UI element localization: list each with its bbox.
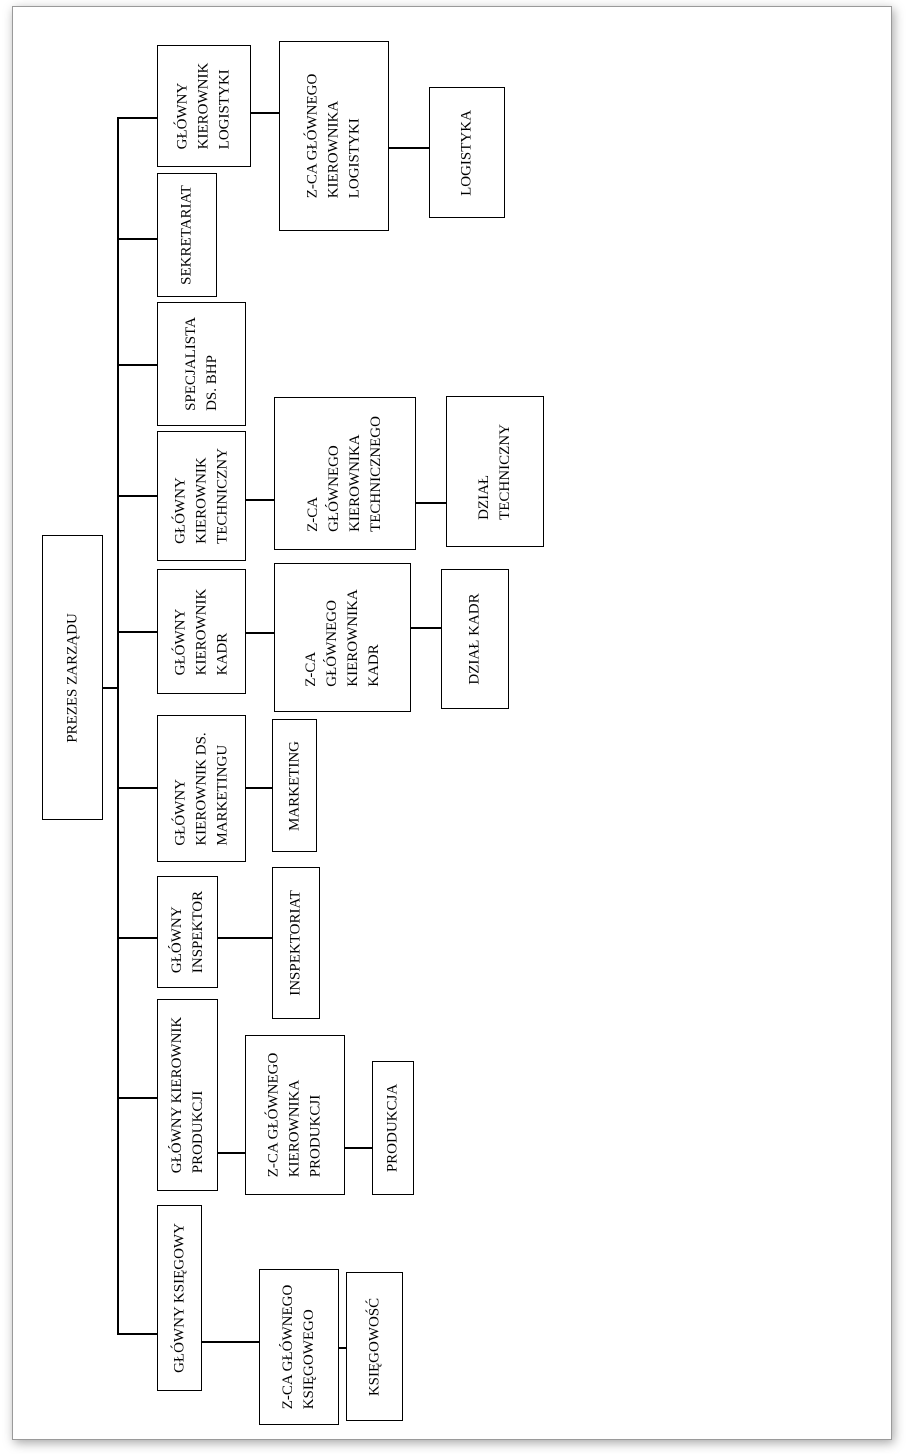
production-dept-box: PRODUKCJA xyxy=(372,1061,414,1195)
bhp-box: SPECJALISTA DS. BHP xyxy=(157,302,246,426)
accounting-deputy-box: Z-CA GŁÓWNEGO KSIĘGOWEGO xyxy=(259,1269,339,1425)
connector-technical-deputy xyxy=(246,499,274,501)
connector-marketing-dept xyxy=(246,787,272,789)
hr-deputy-box: Z-CA GŁÓWNEGO KIEROWNIKA KADR xyxy=(274,563,411,712)
connector-marketing xyxy=(117,787,157,789)
connector-hr-dept xyxy=(411,627,441,629)
technical-head-label: GŁÓWNY KIEROWNIK TECHNICZNY xyxy=(172,448,230,544)
logistics-dept-box: LOGISTYKA xyxy=(429,87,505,218)
hr-dept-label: DZIAŁ KADR xyxy=(466,593,483,685)
logistics-head-box: GŁÓWNY KIEROWNIK LOGISTYKI xyxy=(157,45,251,167)
hr-dept-box: DZIAŁ KADR xyxy=(441,569,509,709)
secretariat-label: SEKRETARIAT xyxy=(178,185,195,285)
marketing-dept-box: MARKETING xyxy=(272,719,317,852)
production-deputy-label: Z-CA GŁÓWNEGO KIEROWNIKA PRODUKCJI xyxy=(265,1052,324,1178)
connector-logistics-deputy xyxy=(251,112,279,114)
technical-deputy-box: Z-CA GŁÓWNEGO KIEROWNIKA TECHNICZNEGO xyxy=(274,397,416,550)
connector-technical xyxy=(117,495,157,497)
connector-spine xyxy=(117,117,119,1333)
technical-head-box: GŁÓWNY KIEROWNIK TECHNICZNY xyxy=(157,431,246,561)
connector-root xyxy=(102,687,118,689)
connector-inspection xyxy=(117,937,157,939)
inspection-dept-box: INSPEKTORIAT xyxy=(272,867,320,1019)
connector-accounting-dept xyxy=(339,1347,346,1349)
logistics-deputy-label: Z-CA GŁÓWNEGO KIEROWNIKA LOGISTYKI xyxy=(304,73,363,199)
marketing-head-box: GŁÓWNY KIEROWNIK DS. MARKETINGU xyxy=(157,715,246,862)
connector-hr xyxy=(117,631,157,633)
accounting-deputy-label: Z-CA GŁÓWNEGO KSIĘGOWEGO xyxy=(280,1284,317,1410)
connector-logistics-dept xyxy=(389,147,429,149)
connector-inspection-dept xyxy=(218,937,272,939)
accounting-head-label: GŁÓWNY KSIĘGOWY xyxy=(171,1223,187,1373)
connector-accounting xyxy=(117,1333,157,1335)
connector-logistics xyxy=(117,117,157,119)
production-deputy-box: Z-CA GŁÓWNEGO KIEROWNIKA PRODUKCJI xyxy=(245,1035,345,1195)
accounting-dept-box: KSIĘGOWOŚĆ xyxy=(346,1272,403,1421)
inspection-head-box: GŁÓWNY INSPEKTOR xyxy=(157,876,218,988)
accounting-dept-label: KSIĘGOWOŚĆ xyxy=(366,1297,382,1396)
secretariat-box: SEKRETARIAT xyxy=(157,173,217,297)
technical-dept-box: DZIAŁ TECHNICZNY xyxy=(446,396,544,547)
bhp-label: SPECJALISTA DS. BHP xyxy=(182,317,220,411)
connector-secretariat xyxy=(117,238,157,240)
connector-hr-deputy xyxy=(246,632,274,634)
connector-production xyxy=(117,1097,157,1099)
logistics-deputy-box: Z-CA GŁÓWNEGO KIEROWNIKA LOGISTYKI xyxy=(279,41,389,231)
connector-production-deputy xyxy=(218,1152,245,1154)
production-head-label: GŁÓWNY KIEROWNIK PRODUKCJI xyxy=(168,1016,206,1174)
inspection-head-label: GŁÓWNY INSPEKTOR xyxy=(168,890,206,974)
marketing-dept-label: MARKETING xyxy=(286,740,302,831)
technical-dept-label: DZIAŁ TECHNICZNY xyxy=(476,423,513,520)
connector-production-dept xyxy=(345,1147,372,1149)
root-label: PREZES ZARZĄDU xyxy=(64,612,80,743)
inspection-dept-label: INSPEKTORIAT xyxy=(287,890,304,996)
marketing-head-label: GŁÓWNY KIEROWNIK DS. MARKETINGU xyxy=(172,731,230,846)
org-chart-page: PREZES ZARZĄDU GŁÓWNY KIEROWNIK LOGISTYK… xyxy=(12,6,892,1440)
production-dept-label: PRODUKCJA xyxy=(384,1083,401,1173)
logistics-dept-label: LOGISTYKA xyxy=(458,109,475,196)
root-box: PREZES ZARZĄDU xyxy=(42,535,103,820)
logistics-head-label: GŁÓWNY KIEROWNIK LOGISTYKI xyxy=(174,62,233,150)
connector-accounting-deputy xyxy=(202,1341,259,1343)
connector-technical-dept xyxy=(416,502,446,504)
accounting-head-box: GŁÓWNY KSIĘGOWY xyxy=(157,1205,202,1391)
technical-deputy-label: Z-CA GŁÓWNEGO KIEROWNIKA TECHNICZNEGO xyxy=(305,415,384,532)
production-head-box: GŁÓWNY KIEROWNIK PRODUKCJI xyxy=(157,999,218,1191)
connector-bhp xyxy=(117,364,157,366)
hr-head-label: GŁÓWNY KIEROWNIK KADR xyxy=(172,588,230,675)
hr-head-box: GŁÓWNY KIEROWNIK KADR xyxy=(157,569,246,694)
hr-deputy-label: Z-CA GŁÓWNEGO KIEROWNIKA KADR xyxy=(302,588,382,687)
